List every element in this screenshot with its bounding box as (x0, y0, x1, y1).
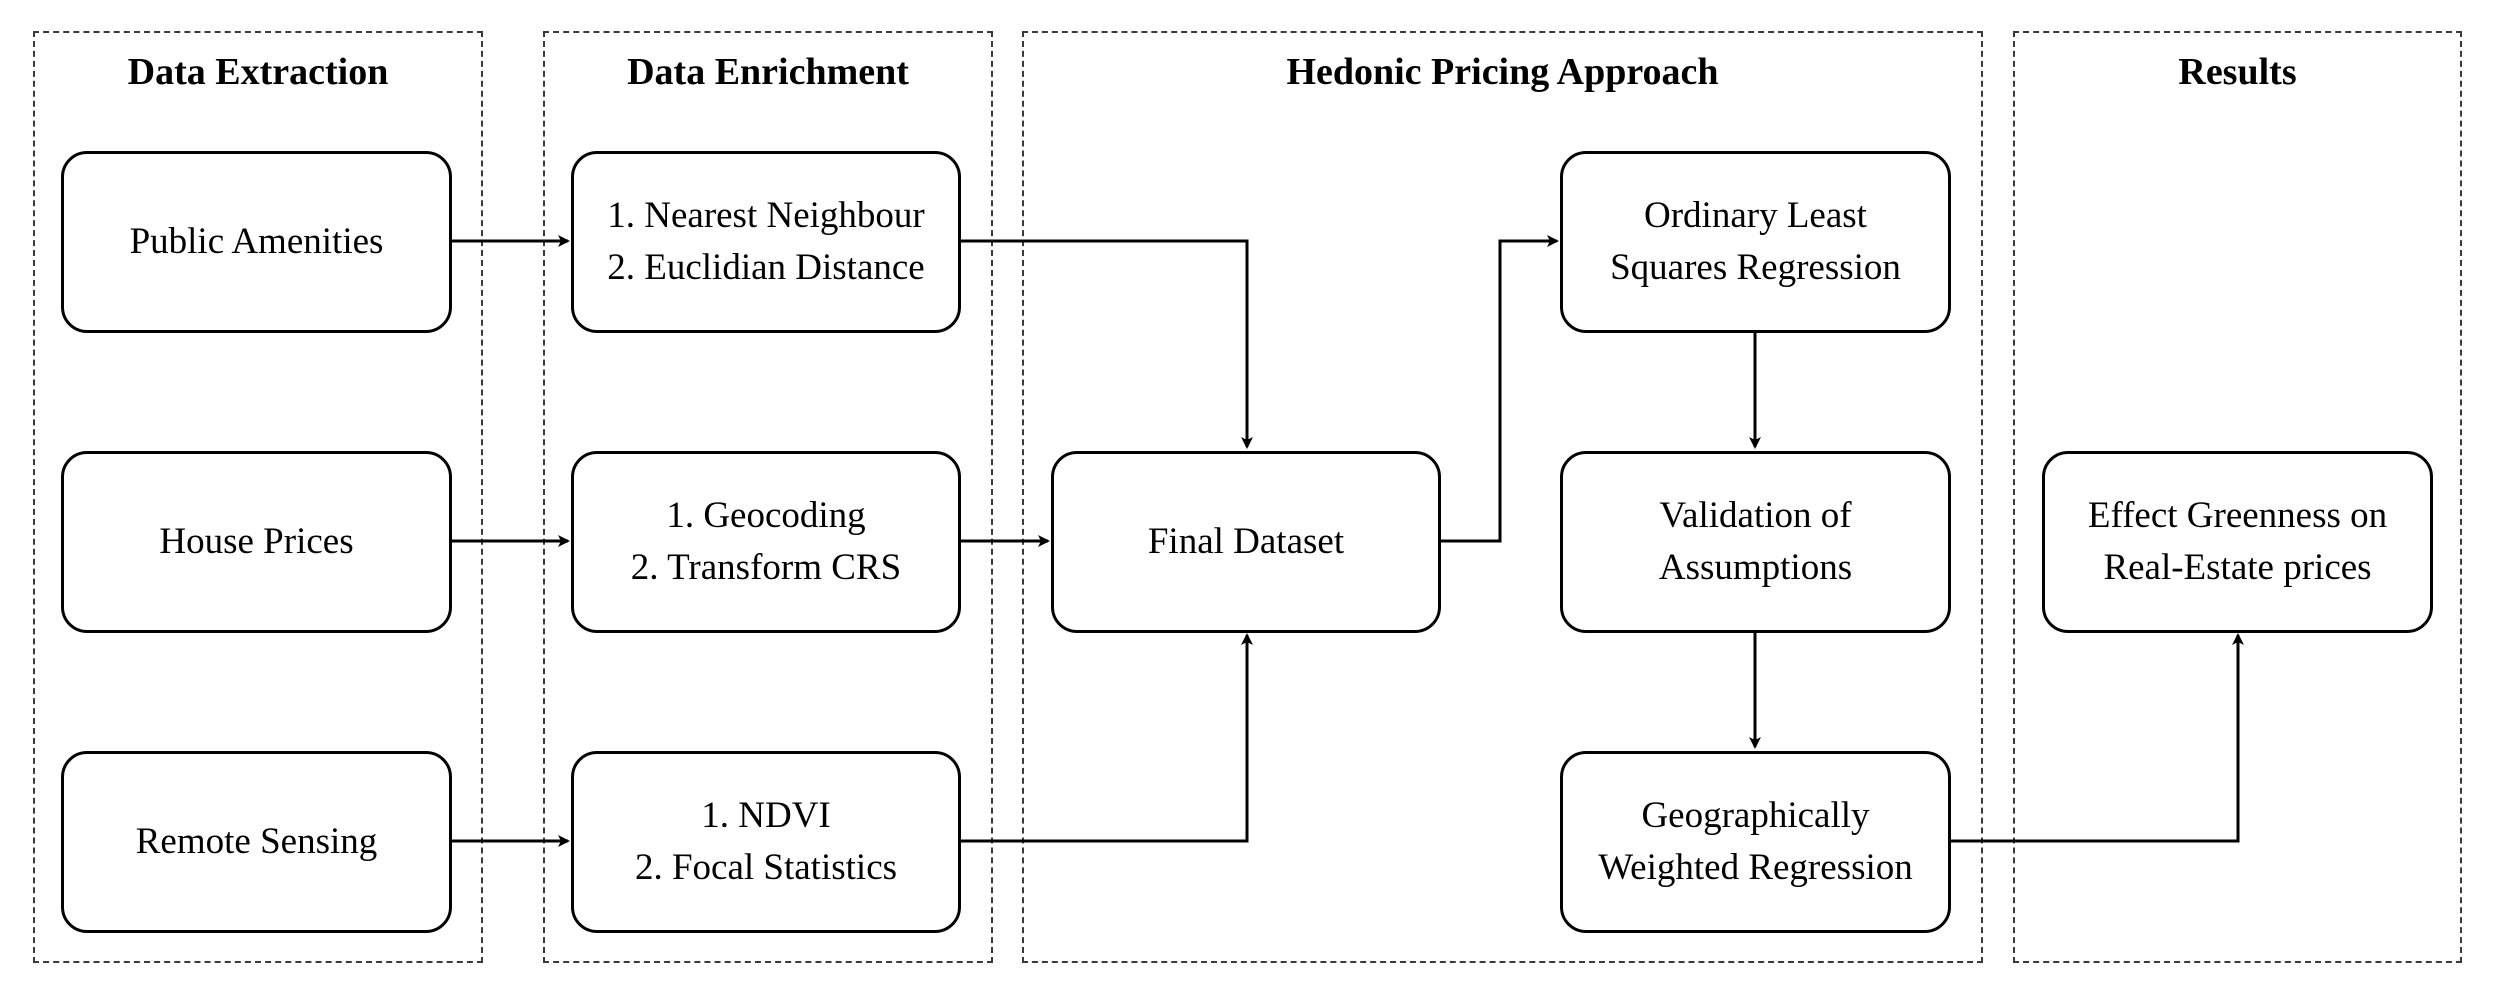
arrow-nearest-to-final (961, 239, 1253, 449)
section-title-data-extraction: Data Extraction (127, 51, 389, 93)
section-title-results: Results (2178, 51, 2297, 93)
node-ndvi[interactable]: 1. NDVI 2. Focal Statistics (571, 751, 961, 933)
node-gwr[interactable]: Geographically Weighted Regression (1560, 751, 1951, 933)
node-nearest-neighbour-line2: 2. Euclidian Distance (607, 247, 925, 288)
node-geocoding[interactable]: 1. Geocoding 2. Transform CRS (571, 451, 961, 633)
node-gwr-line1: Geographically (1641, 795, 1870, 836)
section-title-data-enrichment: Data Enrichment (627, 51, 909, 93)
node-ols-line2: Squares Regression (1610, 247, 1901, 288)
arrow-final-to-ols (1441, 235, 1559, 543)
section-hedonic-pricing (1022, 31, 1983, 963)
node-remote-sensing-label: Remote Sensing (135, 821, 378, 862)
arrow-gwr-to-effect (1950, 633, 2244, 843)
node-geocoding-line1: 1. Geocoding (666, 495, 866, 536)
section-results (2013, 31, 2462, 963)
node-final-dataset-label: Final Dataset (1147, 521, 1345, 562)
node-effect-greenness[interactable]: Effect Greenness on Real-Estate prices (2042, 451, 2433, 633)
section-data-extraction (33, 31, 483, 963)
node-geocoding-line2: 2. Transform CRS (630, 547, 902, 588)
node-effect-line2: Real-Estate prices (2103, 547, 2372, 588)
node-ols-regression[interactable]: Ordinary Least Squares Regression (1560, 151, 1951, 333)
arrow-ndvi-to-final (961, 633, 1253, 843)
node-validation-line1: Validation of (1659, 495, 1852, 536)
node-public-amenities-label: Public Amenities (129, 221, 384, 262)
node-ols-line1: Ordinary Least (1644, 195, 1867, 236)
node-ndvi-line2: 2. Focal Statistics (634, 847, 898, 888)
section-data-enrichment (543, 31, 993, 963)
node-gwr-line2: Weighted Regression (1598, 847, 1913, 888)
node-validation-of-assumptions[interactable]: Validation of Assumptions (1560, 451, 1951, 633)
node-house-prices-label: House Prices (159, 521, 354, 562)
section-title-hedonic-pricing: Hedonic Pricing Approach (1286, 51, 1719, 93)
node-house-prices[interactable]: House Prices (61, 451, 452, 633)
node-public-amenities[interactable]: Public Amenities (61, 151, 452, 333)
node-nearest-neighbour[interactable]: 1. Nearest Neighbour 2. Euclidian Distan… (571, 151, 961, 333)
node-final-dataset[interactable]: Final Dataset (1051, 451, 1441, 633)
node-validation-line2: Assumptions (1658, 547, 1853, 588)
node-nearest-neighbour-line1: 1. Nearest Neighbour (607, 195, 925, 236)
node-ndvi-line1: 1. NDVI (701, 795, 831, 836)
node-effect-line1: Effect Greenness on (2087, 495, 2388, 536)
node-remote-sensing[interactable]: Remote Sensing (61, 751, 452, 933)
